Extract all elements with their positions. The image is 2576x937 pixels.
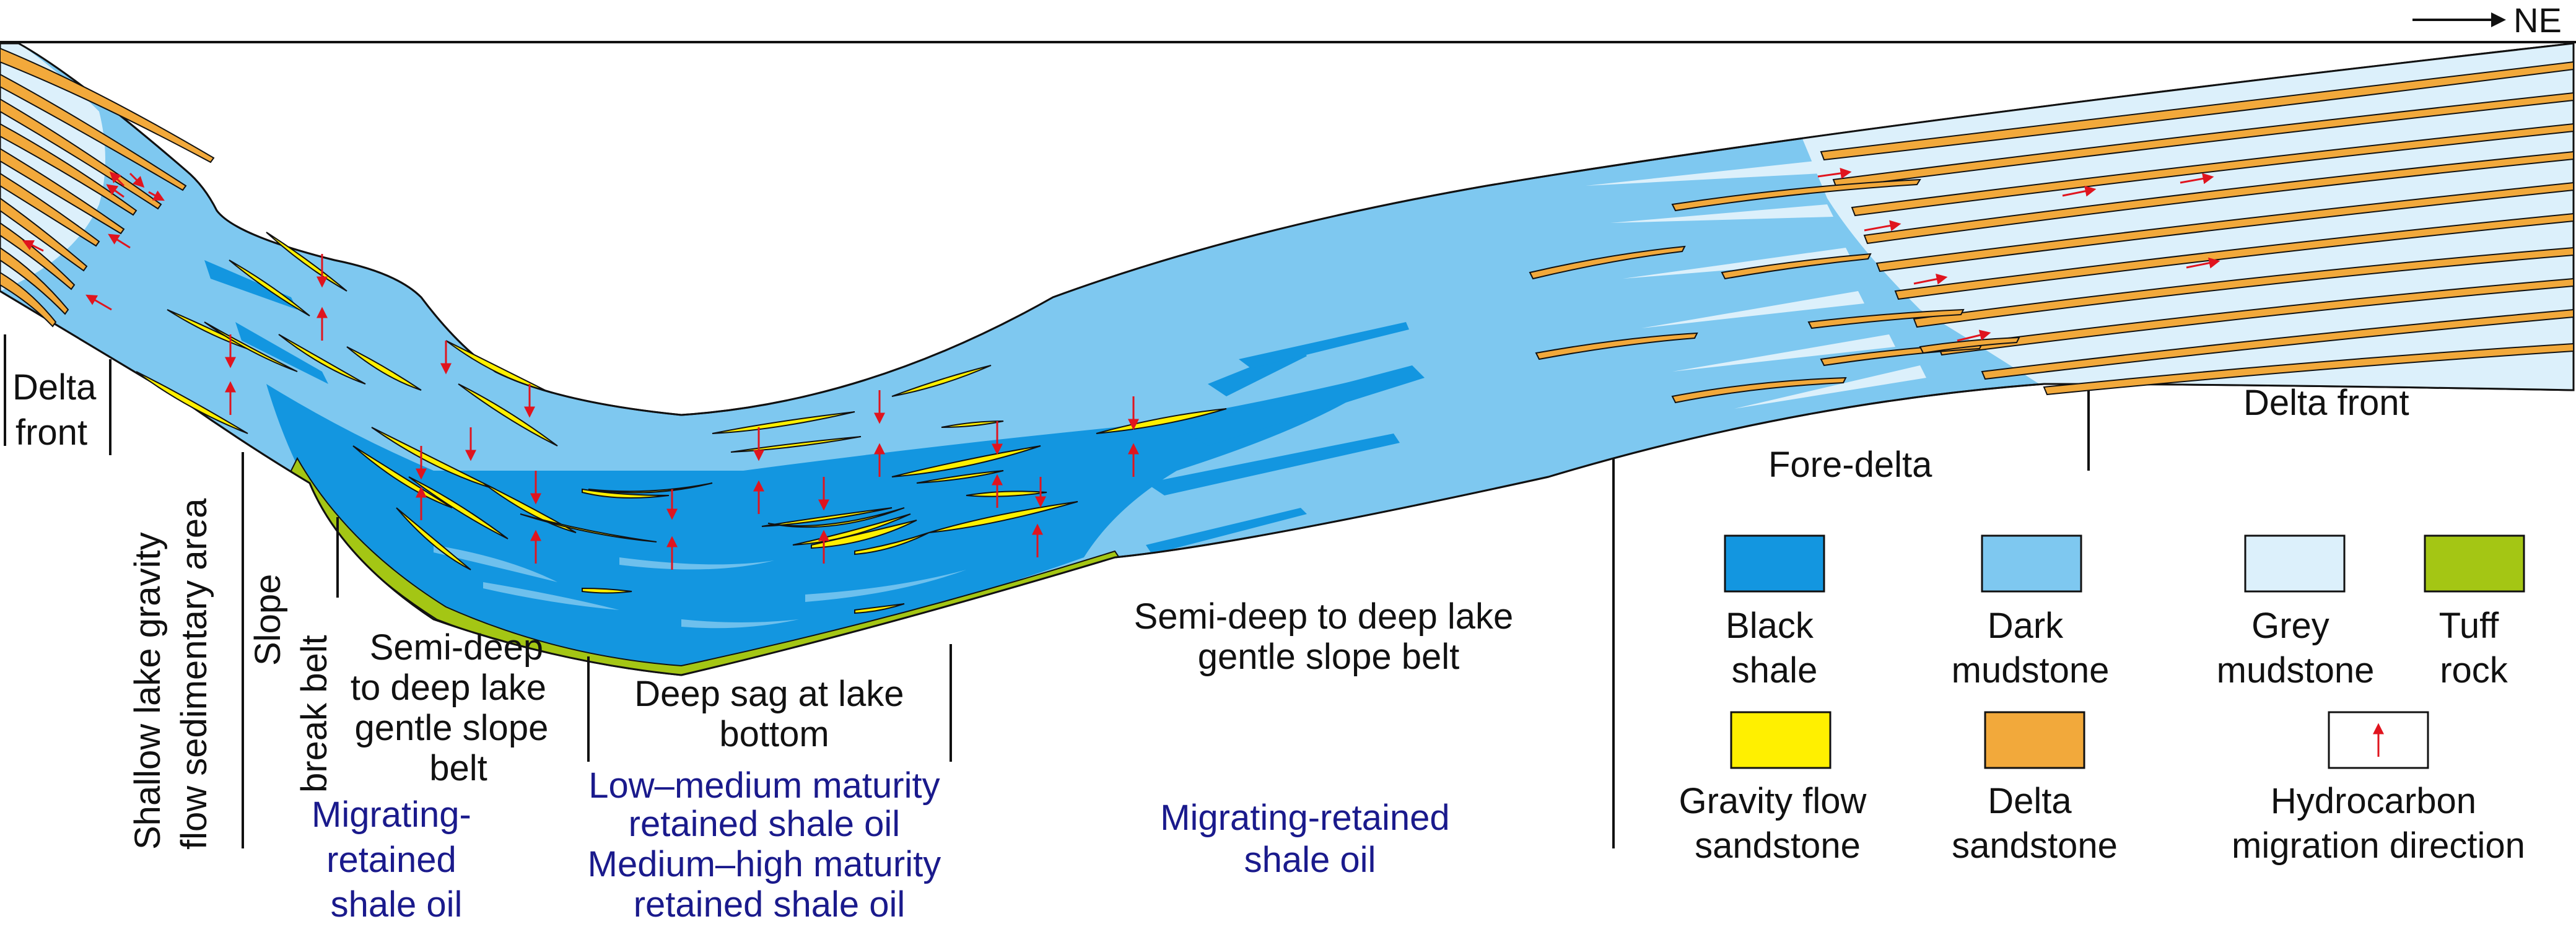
label-shallow-lake: Shallow lake gravity flow sedimentary ar… [128,498,214,850]
svg-text:Tuff rock: Tuff rock [2439,606,2509,691]
compass-label: NE [2513,1,2562,40]
label-slope-break: Slope break belt [248,564,334,793]
legend-item-delta-sandstone: Delta sandstone [1952,711,2118,866]
hydrocarbon-migration-arrows [22,167,2220,570]
legend: Black shale Dark mudstone Grey mudstone … [1679,534,2525,866]
oil-type-middle: Low–medium maturity retained shale oil M… [588,765,951,925]
delta-sandstone-right [1529,61,2574,404]
compass: NE [2412,1,2562,40]
zone-boundaries [4,334,2090,848]
label-delta-front-right: Delta front [2243,383,2409,423]
label-semi-deep-right: Semi-deep to deep lake gentle slope belt [1134,596,1524,677]
svg-text:Black shale: Black shale [1726,606,1823,691]
svg-text:Grey mudstone: Grey mudstone [2217,606,2375,691]
grey-mudstone-fringes [1586,161,1926,409]
legend-item-hydrocarbon-migration: Hydrocarbon migration direction [2232,711,2525,866]
legend-item-gravity-flow-sandstone: Gravity flow sandstone [1679,711,1876,866]
label-fore-delta: Fore-delta [1768,445,1932,485]
svg-text:Gravity flow sandstone: Gravity flow sandstone [1679,781,1876,866]
oil-type-right: Migrating-retained shale oil [1160,798,1460,880]
legend-item-grey-mudstone: Grey mudstone [2217,534,2375,691]
label-semi-deep-left: Semi-deep to deep lake gentle slope belt [351,627,559,788]
label-deep-sag: Deep sag at lake bottom [634,674,914,754]
legend-item-dark-mudstone: Dark mudstone [1952,534,2110,691]
legend-item-black-shale: Black shale [1724,534,1825,691]
label-delta-front-left: Delta front [12,367,107,453]
legend-item-tuff-rock: Tuff rock [2424,534,2525,691]
svg-text:Dark mudstone: Dark mudstone [1952,606,2110,691]
oil-type-left: Migrating- retained shale oil [312,795,481,925]
svg-text:Hydrocarbon migration: Hydrocarbon migration direction [2232,781,2525,866]
black-shale-tongues [204,260,1425,554]
svg-text:Delta sandstone: Delta sandstone [1952,781,2118,866]
